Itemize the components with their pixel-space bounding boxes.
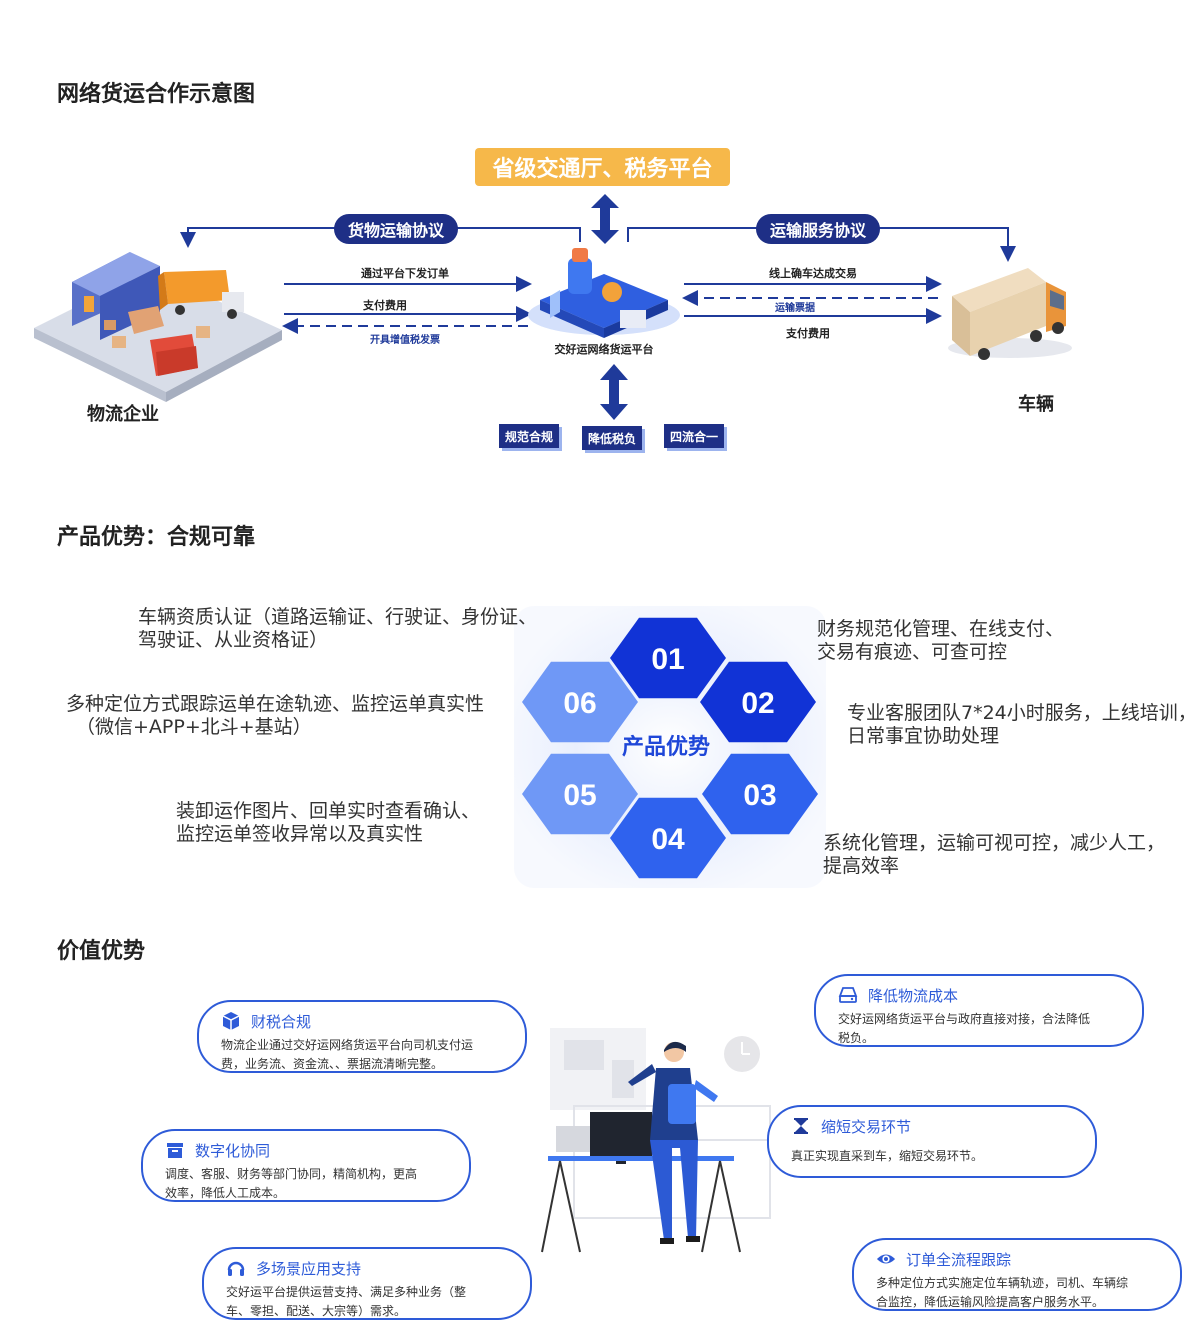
flow-label-invoice: 开具增值税发票 xyxy=(370,335,440,346)
cube-icon xyxy=(221,1011,241,1031)
advantage-desc-02: 专业客服团队7*24小时服务，上线培训，日常事宜协助处理 xyxy=(847,702,1197,747)
truck-illustration xyxy=(948,268,1072,360)
card-desc: 多种定位方式实施定位车辆轨迹，司机、车辆综合监控，降低运输风险提高客户服务水平。 xyxy=(876,1276,1129,1309)
hex-diagram: 01 02 03 04 05 06 产品优势 xyxy=(514,606,826,888)
section-title-value-advantage: 价值优势 xyxy=(57,939,146,964)
section-title-product-advantage: 产品优势：合规可靠 xyxy=(57,525,256,550)
tags-double-arrow xyxy=(600,364,628,420)
card-desc: 交好运网络货运平台与政府直接对接，合法降低税负。 xyxy=(838,1012,1091,1045)
platform-label: 交好运网络货运平台 xyxy=(554,343,654,356)
flow-label-pay-fee: 支付费用 xyxy=(363,299,407,312)
hex-number-02: 02 xyxy=(741,687,774,720)
headset-icon xyxy=(226,1258,246,1278)
value-card-order-tracking: 订单全流程跟踪 多种定位方式实施定位车辆轨迹，司机、车辆综合监控，降低运输风险提… xyxy=(852,1238,1182,1311)
card-desc: 真正实现直采到车，缩短交易环节。 xyxy=(791,1149,984,1163)
card-title: 数字化协同 xyxy=(195,1141,271,1160)
hex-03 xyxy=(702,753,818,835)
hex-02 xyxy=(700,661,816,743)
logistics-company-label: 物流企业 xyxy=(87,404,159,425)
card-desc: 物流企业通过交好运网络货运平台向司机支付运费，业务流、资金流、、票据流清晰完整。 xyxy=(221,1038,474,1071)
gov-double-arrow xyxy=(591,194,619,244)
advantage-desc-03: 系统化管理，运输可视可控，减少人工，提高效率 xyxy=(823,832,1166,877)
hard-drive-icon xyxy=(838,985,858,1005)
hourglass-icon xyxy=(791,1116,811,1136)
flow-label-pay-fee-right: 支付费用 xyxy=(786,327,830,340)
card-title: 多场景应用支持 xyxy=(256,1259,362,1278)
flow-label-issue-order: 通过平台下发订单 xyxy=(361,267,449,280)
tag-lower-tax: 降低税负 xyxy=(582,426,642,450)
card-title: 订单全流程跟踪 xyxy=(906,1250,1012,1269)
hex-06 xyxy=(522,661,638,743)
archive-box-icon xyxy=(165,1140,185,1160)
hex-04 xyxy=(610,797,726,879)
platform-illustration xyxy=(528,248,680,338)
hex-01 xyxy=(610,617,726,699)
hex-number-01: 01 xyxy=(651,643,684,676)
vehicle-label: 车辆 xyxy=(1018,394,1054,415)
section-title-cooperation: 网络货运合作示意图 xyxy=(57,82,256,107)
hex-center-label: 产品优势 xyxy=(622,734,710,759)
value-card-lower-cost: 降低物流成本 交好运网络货运平台与政府直接对接，合法降低税负。 xyxy=(814,974,1144,1047)
value-card-multi-scenario: 多场景应用支持 交好运平台提供运营支持、满足多种业务（整车、零担、配送、大宗等）… xyxy=(202,1247,532,1320)
hex-number-03: 03 xyxy=(743,779,776,812)
value-card-shorter-chain: 缩短交易环节 真正实现直采到车，缩短交易环节。 xyxy=(767,1105,1097,1178)
card-desc: 交好运平台提供运营支持、满足多种业务（整车、零担、配送、大宗等）需求。 xyxy=(226,1285,467,1318)
advantage-desc-01: 财务规范化管理、在线支付、交易有痕迹、可查可控 xyxy=(817,618,1065,663)
value-card-digital-collaboration: 数字化协同 调度、客服、财务等部门协同，精简机构，更高效率，降低人工成本。 xyxy=(141,1129,471,1202)
gov-platform-badge: 省级交通厅、税务平台 xyxy=(475,148,730,186)
cooperation-diagram-arrows xyxy=(34,194,1072,420)
hex-number-05: 05 xyxy=(563,779,596,812)
advantage-desc-05: 多种定位方式跟踪运单在途轨迹、监控运单真实性（微信+APP+北斗+基站） xyxy=(66,693,485,738)
office-worker-illustration xyxy=(541,1028,771,1253)
eye-icon xyxy=(876,1249,896,1269)
advantage-desc-06: 车辆资质认证（道路运输证、行驶证、身份证、驾驶证、从业资格证） xyxy=(138,606,538,651)
value-card-tax-compliance: 财税合规 物流企业通过交好运网络货运平台向司机支付运费，业务流、资金流、、票据流… xyxy=(197,1000,527,1073)
hex-05 xyxy=(522,753,638,835)
card-desc: 调度、客服、财务等部门协同，精简机构，更高效率，降低人工成本。 xyxy=(165,1167,418,1200)
cargo-agreement-pill: 货物运输协议 xyxy=(334,214,458,244)
card-title: 降低物流成本 xyxy=(868,986,959,1005)
service-agreement-pill: 运输服务协议 xyxy=(756,214,880,244)
card-title: 财税合规 xyxy=(251,1012,312,1031)
flow-label-transport-receipt: 运输票据 xyxy=(775,303,815,314)
warehouse-illustration xyxy=(34,252,282,402)
hex-number-06: 06 xyxy=(563,687,596,720)
hex-number-04: 04 xyxy=(651,823,685,856)
tag-four-flows: 四流合一 xyxy=(664,424,724,448)
advantage-desc-04: 装卸运作图片、回单实时查看确认、监控运单签收异常以及真实性 xyxy=(176,800,481,845)
card-title: 缩短交易环节 xyxy=(821,1117,912,1136)
flow-label-confirm-vehicle: 线上确车达成交易 xyxy=(769,267,857,280)
tag-compliance: 规范合规 xyxy=(499,424,559,448)
